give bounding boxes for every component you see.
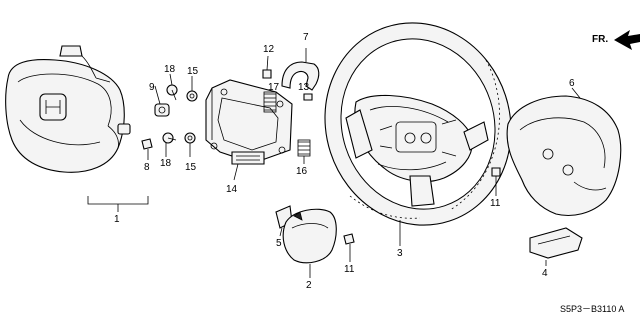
steering-wheel-lower-cover — [506, 87, 622, 217]
callout-8: 8 — [144, 162, 150, 173]
steering-wheel — [324, 22, 512, 246]
callout-14: 14 — [226, 184, 238, 195]
spring-icon — [298, 141, 310, 155]
bolt-icon — [491, 167, 501, 177]
callout-2: 2 — [306, 280, 312, 291]
callout-12: 12 — [263, 44, 275, 55]
callout-18-top: 18 — [164, 64, 176, 75]
fastener-group-right — [343, 167, 501, 262]
nut-icon — [154, 103, 170, 117]
callout-3: 3 — [397, 248, 403, 259]
callout-15-bottom: 15 — [185, 162, 197, 173]
callout-7: 7 — [303, 32, 309, 43]
fastener-group-center — [262, 48, 320, 164]
front-direction-arrow: FR. — [592, 30, 640, 50]
bolt-icon — [141, 138, 153, 150]
airbag-module — [5, 45, 149, 212]
arrow-icon — [614, 30, 640, 50]
callout-4: 4 — [542, 268, 548, 279]
callout-18-bottom: 18 — [160, 158, 172, 169]
screw-icon — [303, 93, 313, 101]
bracket-frame — [205, 79, 293, 181]
front-label: FR. — [592, 34, 608, 45]
horn-switch — [275, 205, 337, 278]
callout-11-right: 11 — [490, 198, 501, 209]
callout-17: 17 — [268, 82, 280, 93]
cover-bracket — [529, 227, 583, 266]
callout-13: 13 — [298, 82, 310, 93]
callout-11-left: 11 — [344, 264, 355, 275]
spring-icon — [264, 93, 276, 111]
callout-1: 1 — [114, 214, 120, 225]
washer-icon — [184, 132, 196, 144]
bolt-icon — [343, 233, 355, 245]
callout-9: 9 — [149, 82, 155, 93]
diagram-code: S5P3－B3110 A — [560, 304, 624, 314]
fastener-group-left — [141, 73, 198, 160]
callout-6: 6 — [569, 78, 575, 89]
washer-icon — [186, 90, 198, 102]
screw-icon — [262, 69, 272, 79]
callout-5: 5 — [276, 238, 282, 249]
callout-15-top: 15 — [187, 66, 199, 77]
mounting-handle — [281, 61, 320, 91]
callout-16: 16 — [296, 166, 308, 177]
